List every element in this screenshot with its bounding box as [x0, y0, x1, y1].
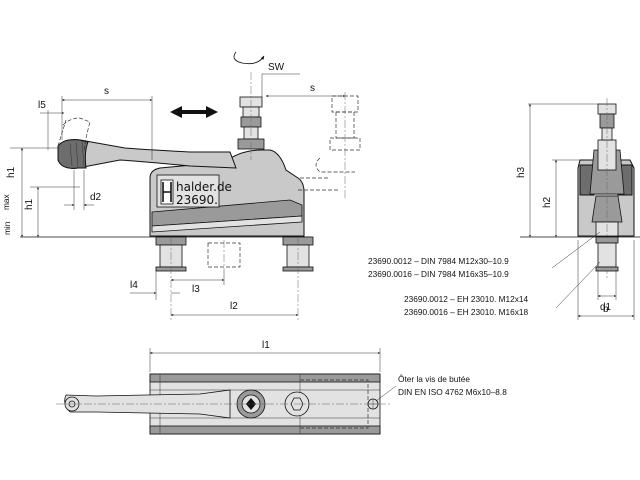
dim-d2: d2 [90, 192, 102, 203]
dim-l2: l2 [230, 301, 238, 312]
alt-spindle-position [298, 92, 361, 200]
move-arrow-icon [170, 106, 218, 118]
dim-min-label: min [2, 221, 12, 235]
dim-s-left: s [104, 86, 109, 97]
dim-sw: SW [268, 62, 285, 73]
brand-name: halder.de [176, 180, 232, 194]
side-view: h3 h2 d1 b [516, 98, 640, 320]
top-view: l1 [56, 340, 397, 435]
note-stop-screw-1: Ôter la vis de butée [398, 374, 470, 384]
dim-d1: d1 [600, 302, 612, 313]
dim-l5: l5 [38, 100, 46, 111]
dim-h3: h3 [516, 166, 527, 178]
note-din-1: 23690.0012 – DIN 7984 M12x30–10.9 [368, 256, 509, 266]
dim-l3: l3 [192, 284, 200, 295]
dim-s-right: s [310, 83, 315, 94]
lever-alt-position [62, 117, 91, 153]
dim-l1: l1 [262, 340, 270, 351]
dim-h2: h2 [542, 196, 553, 208]
rotate-icon [233, 51, 265, 65]
dim-b: b [603, 304, 609, 315]
dim-max-label: max [1, 193, 11, 210]
dim-h1-min: h1 [24, 198, 35, 210]
brand-part: 23690. [176, 193, 218, 207]
note-din-2: 23690.0016 – DIN 7984 M16x35–10.9 [368, 269, 509, 279]
dim-l4: l4 [130, 280, 138, 291]
dim-h1-max: h1 [6, 166, 17, 178]
front-view: halder.de 23690. [1, 51, 361, 320]
note-eh-1: 23690.0012 – EH 23010. M12x14 [404, 294, 528, 304]
grip-screw [237, 72, 265, 160]
note-eh-2: 23690.0016 – EH 23010. M16x18 [404, 307, 528, 317]
note-stop-screw-2: DIN EN ISO 4762 M6x10–8.8 [398, 387, 507, 397]
halder-logo-icon [160, 179, 174, 205]
